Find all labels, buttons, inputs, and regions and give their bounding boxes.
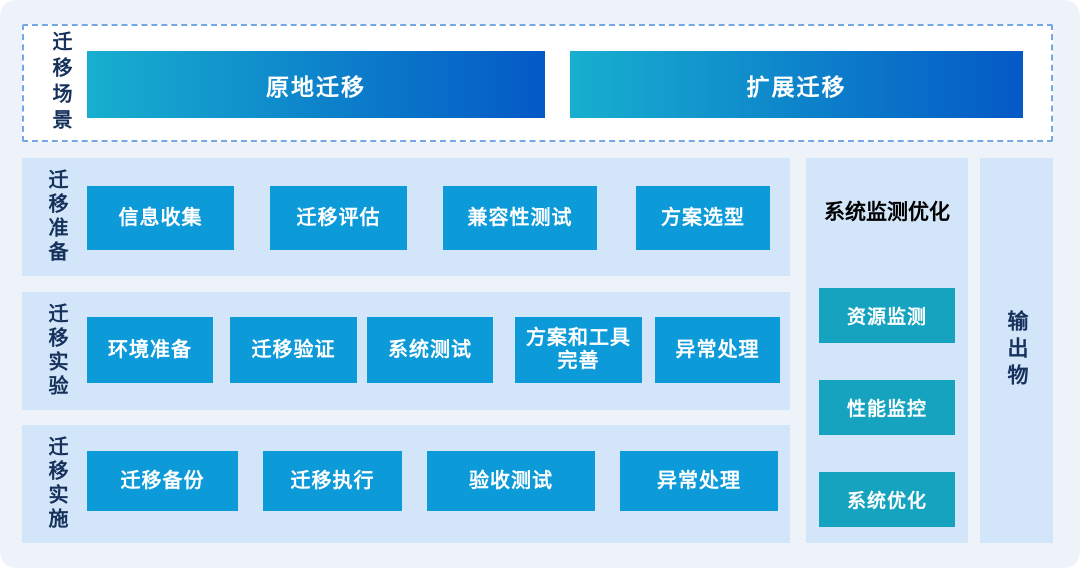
stage-preparation: 迁移准备 信息收集 迁移评估 兼容性测试 方案选型	[22, 158, 790, 276]
monitor-panel: 系统监测优化 资源监测 性能监控 系统优化	[806, 158, 968, 543]
node-migration-execution: 迁移执行	[263, 451, 402, 511]
node-resource-monitoring: 资源监测	[819, 288, 955, 343]
node-migration-evaluation: 迁移评估	[270, 186, 407, 250]
stage-experiment: 迁移实验 环境准备 迁移验证 系统测试 方案和工具完善 异常处理	[22, 292, 790, 410]
scenario-section-label: 迁移场景	[49, 31, 71, 135]
node-info-collection: 信息收集	[87, 186, 234, 250]
node-exception-handling-experiment: 异常处理	[655, 317, 780, 383]
stage-preparation-label: 迁移准备	[45, 169, 67, 265]
stage-implementation: 迁移实施 迁移备份 迁移执行 验收测试 异常处理	[22, 425, 790, 543]
node-system-test: 系统测试	[367, 317, 493, 383]
node-migration-backup: 迁移备份	[87, 451, 238, 511]
node-performance-monitoring: 性能监控	[819, 380, 955, 435]
stage-implementation-label: 迁移实施	[45, 436, 67, 532]
output-panel: 输出物	[980, 158, 1053, 543]
node-acceptance-test: 验收测试	[427, 451, 595, 511]
node-solution-tool-improvement: 方案和工具完善	[515, 317, 642, 383]
stage-experiment-label: 迁移实验	[45, 303, 67, 399]
node-migration-verification: 迁移验证	[230, 317, 357, 383]
node-expansion-migration: 扩展迁移	[570, 51, 1023, 118]
node-environment-prep: 环境准备	[87, 317, 213, 383]
monitor-panel-title: 系统监测优化	[824, 201, 950, 224]
node-compatibility-test: 兼容性测试	[443, 186, 597, 250]
node-exception-handling-implementation: 异常处理	[620, 451, 778, 511]
node-in-place-migration: 原地迁移	[87, 51, 545, 118]
output-panel-label: 输出物	[1005, 310, 1028, 391]
scenario-section: 迁移场景 原地迁移 扩展迁移	[22, 24, 1053, 142]
node-system-optimization: 系统优化	[819, 472, 955, 527]
node-solution-selection: 方案选型	[636, 186, 770, 250]
